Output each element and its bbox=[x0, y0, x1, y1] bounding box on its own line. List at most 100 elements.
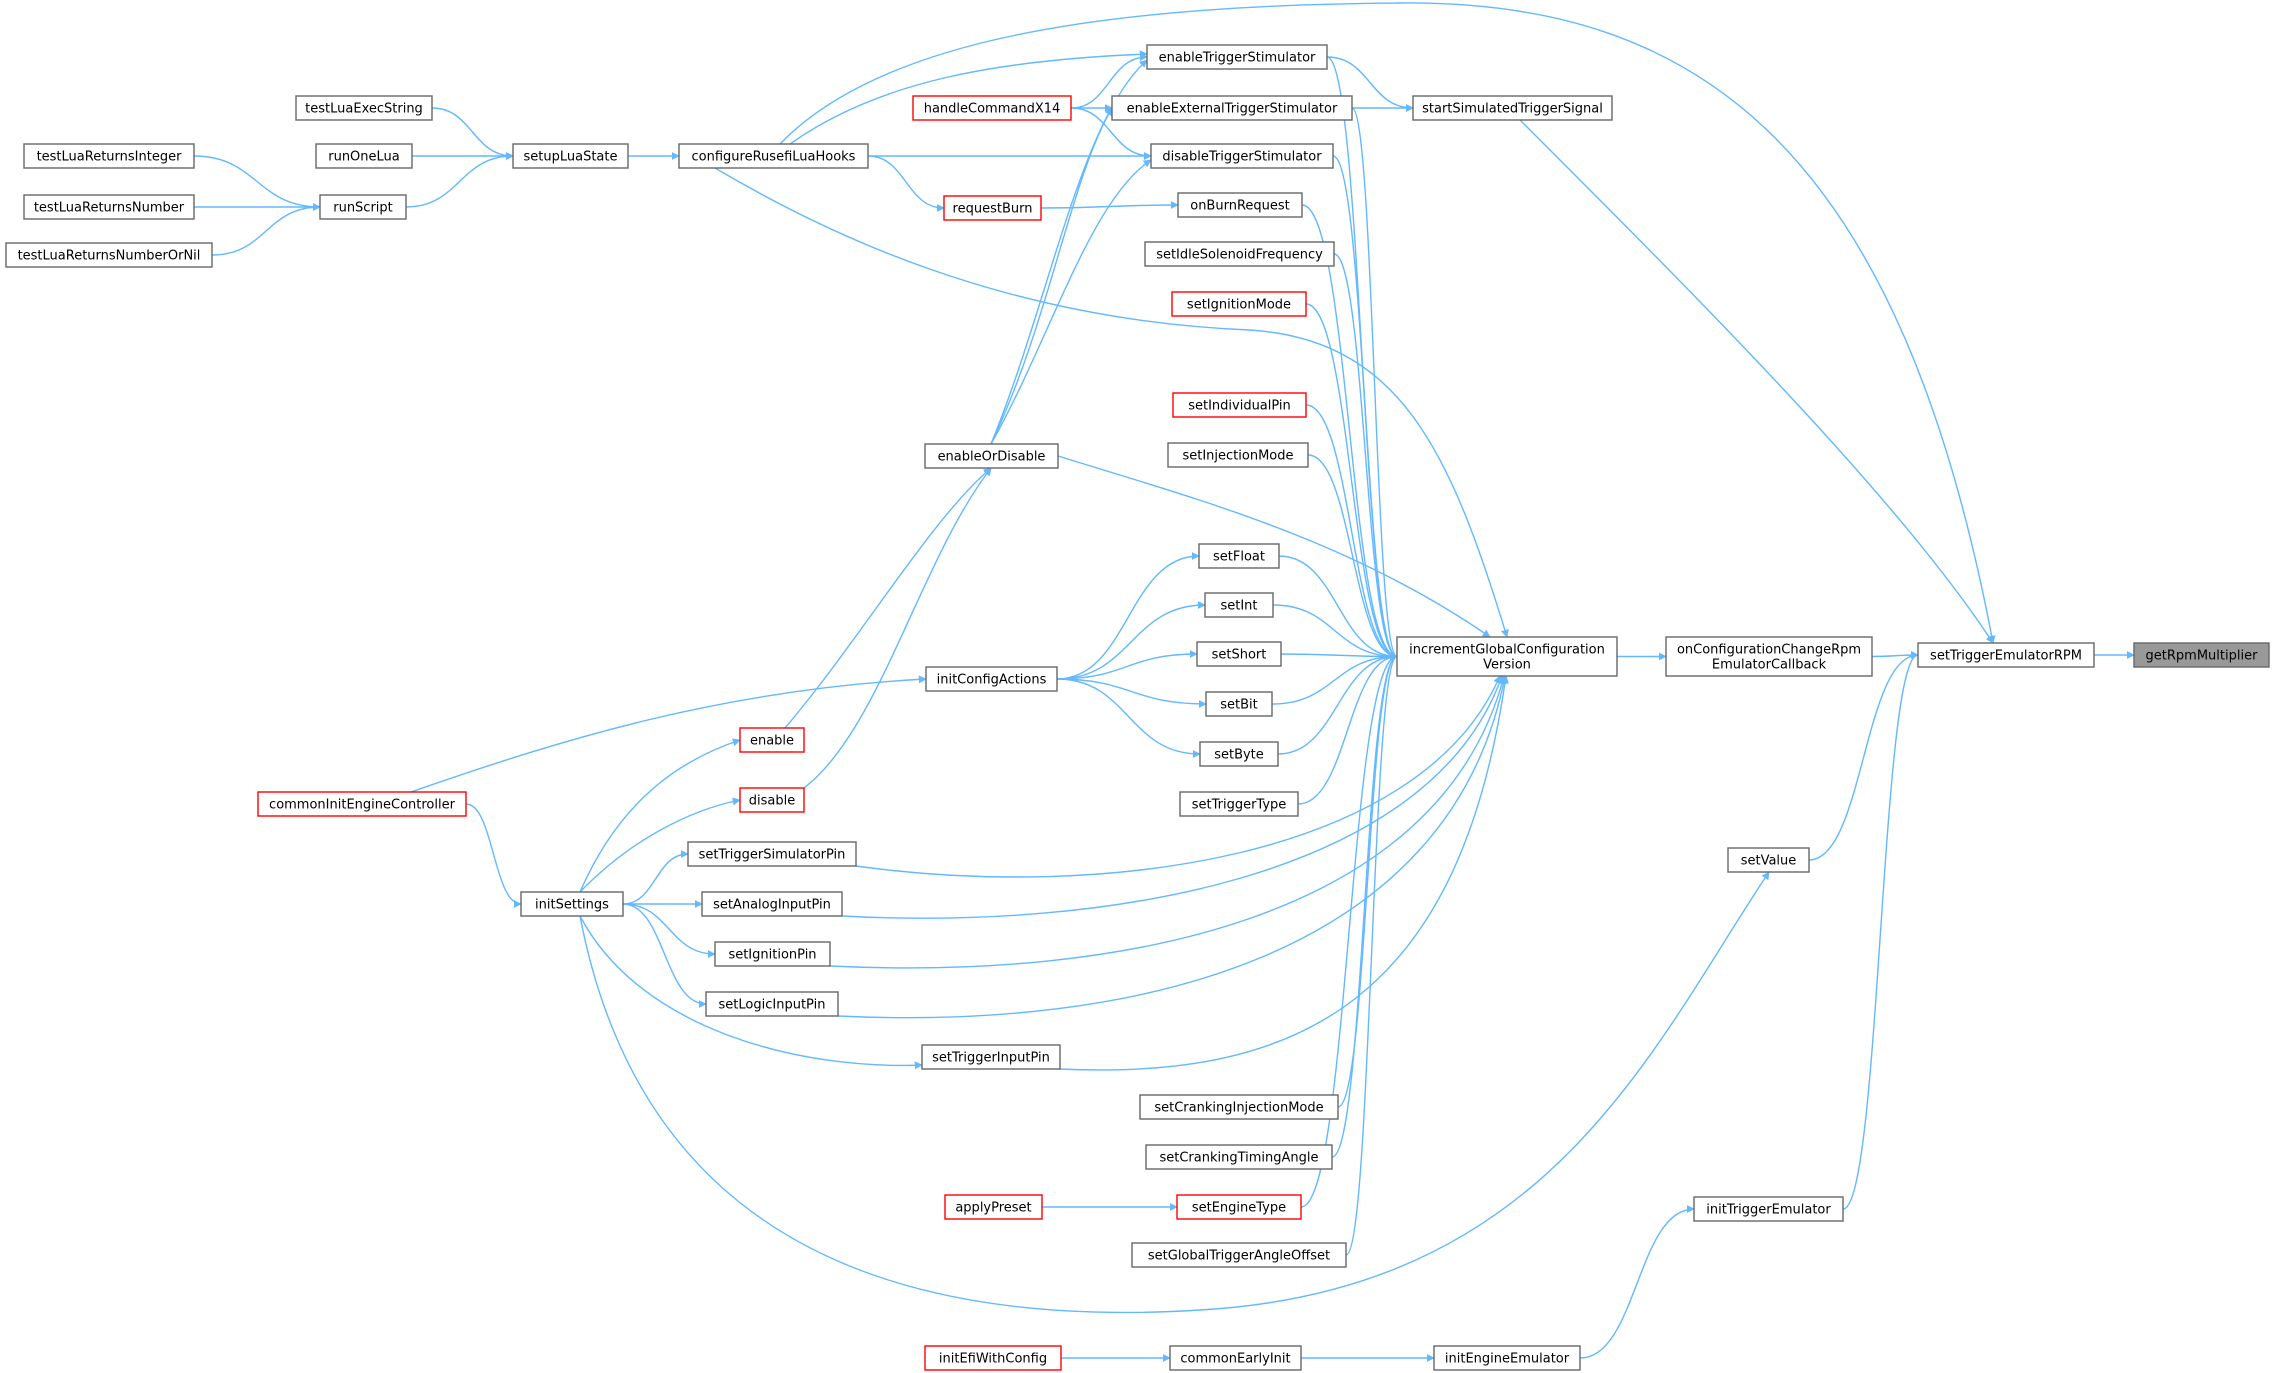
node-setBit[interactable]: setBit bbox=[1205, 691, 1273, 717]
node-setCrankingTimingAngle[interactable]: setCrankingTimingAngle bbox=[1145, 1144, 1333, 1170]
node-label: runScript bbox=[333, 201, 393, 216]
node-initEngineEmulator[interactable]: initEngineEmulator bbox=[1433, 1345, 1581, 1371]
edge-testLuaReturnsNumberOrNil-to-runScript bbox=[211, 203, 321, 256]
node-runScript[interactable]: runScript bbox=[319, 194, 407, 220]
node-applyPreset[interactable]: applyPreset bbox=[944, 1194, 1043, 1220]
node-setByte[interactable]: setByte bbox=[1199, 741, 1279, 767]
node-label: testLuaExecString bbox=[305, 102, 423, 117]
node-initConfigActions[interactable]: initConfigActions bbox=[925, 666, 1058, 692]
node-setIndividualPin[interactable]: setIndividualPin bbox=[1172, 392, 1307, 418]
node-label: setAnalogInputPin bbox=[713, 898, 831, 913]
node-box bbox=[944, 1194, 1043, 1220]
node-setInt[interactable]: setInt bbox=[1204, 592, 1274, 618]
node-setCrankingInjectionMode[interactable]: setCrankingInjectionMode bbox=[1139, 1094, 1339, 1120]
node-setTriggerSimulatorPin[interactable]: setTriggerSimulatorPin bbox=[687, 841, 857, 867]
node-initSettings[interactable]: initSettings bbox=[520, 891, 624, 917]
edge-setAnalogInputPin-to-incrementGlobalConfigurationVersion bbox=[841, 675, 1504, 919]
edge-enableOrDisable-to-incrementGlobalConfigurationVersion bbox=[1057, 455, 1491, 638]
node-setAnalogInputPin[interactable]: setAnalogInputPin bbox=[701, 891, 843, 917]
edge-configureRusefiLuaHooks-to-requestBurn bbox=[867, 155, 945, 212]
node-label: commonEarlyInit bbox=[1180, 1352, 1290, 1367]
node-testLuaReturnsInteger[interactable]: testLuaReturnsInteger bbox=[23, 143, 195, 169]
node-box bbox=[1196, 641, 1282, 667]
node-enableExternalTriggerStimulator[interactable]: enableExternalTriggerStimulator bbox=[1111, 95, 1353, 121]
node-commonInitEngineController[interactable]: commonInitEngineController bbox=[257, 791, 467, 817]
node-runOneLua[interactable]: runOneLua bbox=[315, 143, 413, 169]
node-box bbox=[2133, 642, 2270, 668]
edge-initSettings-to-enable bbox=[579, 738, 741, 893]
edge-disable-to-enableOrDisable bbox=[803, 467, 992, 789]
node-setFloat[interactable]: setFloat bbox=[1198, 543, 1280, 569]
node-initEfiWithConfig[interactable]: initEfiWithConfig bbox=[924, 1345, 1062, 1371]
node-setIgnitionMode[interactable]: setIgnitionMode bbox=[1171, 291, 1307, 317]
node-setTriggerEmulatorRPM[interactable]: setTriggerEmulatorRPM bbox=[1917, 642, 2095, 668]
node-setEngineType[interactable]: setEngineType bbox=[1176, 1194, 1302, 1220]
node-box bbox=[1171, 291, 1307, 317]
node-label: setTriggerEmulatorRPM bbox=[1930, 649, 2082, 664]
node-box bbox=[924, 1345, 1062, 1371]
node-enableTriggerStimulator[interactable]: enableTriggerStimulator bbox=[1146, 44, 1328, 70]
node-setLogicInputPin[interactable]: setLogicInputPin bbox=[705, 991, 839, 1017]
node-label: setGlobalTriggerAngleOffset bbox=[1148, 1249, 1330, 1264]
node-handleCommandX14[interactable]: handleCommandX14 bbox=[912, 95, 1072, 121]
edge-setIgnitionMode-to-incrementGlobalConfigurationVersion bbox=[1305, 303, 1398, 661]
node-label: EmulatorCallback bbox=[1712, 658, 1827, 673]
edge-initSettings-to-setLogicInputPin bbox=[622, 903, 707, 1008]
node-configureRusefiLuaHooks[interactable]: configureRusefiLuaHooks bbox=[678, 143, 869, 169]
node-setupLuaState[interactable]: setupLuaState bbox=[512, 143, 629, 169]
node-commonEarlyInit[interactable]: commonEarlyInit bbox=[1169, 1345, 1302, 1371]
node-box bbox=[520, 891, 624, 917]
node-setTriggerType[interactable]: setTriggerType bbox=[1179, 791, 1299, 817]
node-box bbox=[1176, 1194, 1302, 1220]
node-label: setByte bbox=[1214, 748, 1264, 763]
node-box bbox=[23, 143, 195, 169]
node-setIdleSolenoidFrequency[interactable]: setIdleSolenoidFrequency bbox=[1144, 241, 1335, 267]
edge-setValue-to-setTriggerEmulatorRPM bbox=[1808, 651, 1919, 861]
node-setShort[interactable]: setShort bbox=[1196, 641, 1282, 667]
node-box bbox=[1179, 791, 1299, 817]
node-label: setInt bbox=[1220, 599, 1257, 614]
node-startSimulatedTriggerSignal[interactable]: startSimulatedTriggerSignal bbox=[1412, 95, 1613, 121]
node-label: initConfigActions bbox=[937, 673, 1047, 688]
node-disable[interactable]: disable bbox=[739, 787, 805, 813]
edge-setIndividualPin-to-incrementGlobalConfigurationVersion bbox=[1305, 404, 1398, 661]
node-initTriggerEmulator[interactable]: initTriggerEmulator bbox=[1693, 1196, 1844, 1222]
node-setInjectionMode[interactable]: setInjectionMode bbox=[1167, 442, 1309, 468]
node-box bbox=[739, 727, 805, 753]
node-setValue[interactable]: setValue bbox=[1727, 847, 1810, 873]
node-getRpmMultiplier[interactable]: getRpmMultiplier bbox=[2133, 642, 2270, 668]
node-label: setTriggerType bbox=[1192, 798, 1287, 813]
node-testLuaReturnsNumberOrNil[interactable]: testLuaReturnsNumberOrNil bbox=[5, 242, 213, 268]
node-testLuaExecString[interactable]: testLuaExecString bbox=[295, 95, 433, 121]
node-label: setupLuaState bbox=[524, 150, 618, 165]
node-label: setValue bbox=[1741, 854, 1797, 869]
node-box bbox=[1204, 592, 1274, 618]
node-disableTriggerStimulator[interactable]: disableTriggerStimulator bbox=[1150, 143, 1334, 169]
node-box bbox=[714, 941, 831, 967]
node-setIgnitionPin[interactable]: setIgnitionPin bbox=[714, 941, 831, 967]
node-testLuaReturnsNumber[interactable]: testLuaReturnsNumber bbox=[23, 194, 195, 220]
node-box bbox=[1139, 1094, 1339, 1120]
edge-initTriggerEmulator-to-setTriggerEmulatorRPM bbox=[1842, 651, 1919, 1210]
node-box bbox=[1167, 442, 1309, 468]
node-label: setIndividualPin bbox=[1188, 399, 1291, 414]
edge-setCrankingTimingAngle-to-incrementGlobalConfigurationVersion bbox=[1331, 652, 1398, 1158]
node-requestBurn[interactable]: requestBurn bbox=[943, 195, 1042, 221]
node-box bbox=[925, 666, 1058, 692]
node-enableOrDisable[interactable]: enableOrDisable bbox=[924, 443, 1059, 469]
node-box bbox=[678, 143, 869, 169]
node-box bbox=[1145, 1144, 1333, 1170]
node-label: testLuaReturnsNumber bbox=[34, 201, 185, 216]
edge-setByte-to-incrementGlobalConfigurationVersion bbox=[1277, 652, 1398, 755]
node-onBurnRequest[interactable]: onBurnRequest bbox=[1177, 192, 1303, 218]
edge-initConfigActions-to-setInt bbox=[1056, 601, 1206, 680]
node-label: runOneLua bbox=[328, 150, 400, 165]
node-label: onConfigurationChangeRpm bbox=[1677, 643, 1861, 658]
node-box bbox=[1150, 143, 1334, 169]
node-layer: getRpmMultiplier setTriggerEmulatorRPM onC… bbox=[5, 44, 2270, 1371]
node-enable[interactable]: enable bbox=[739, 727, 805, 753]
node-setGlobalTriggerAngleOffset[interactable]: setGlobalTriggerAngleOffset bbox=[1131, 1242, 1347, 1268]
node-setTriggerInputPin[interactable]: setTriggerInputPin bbox=[921, 1044, 1061, 1070]
